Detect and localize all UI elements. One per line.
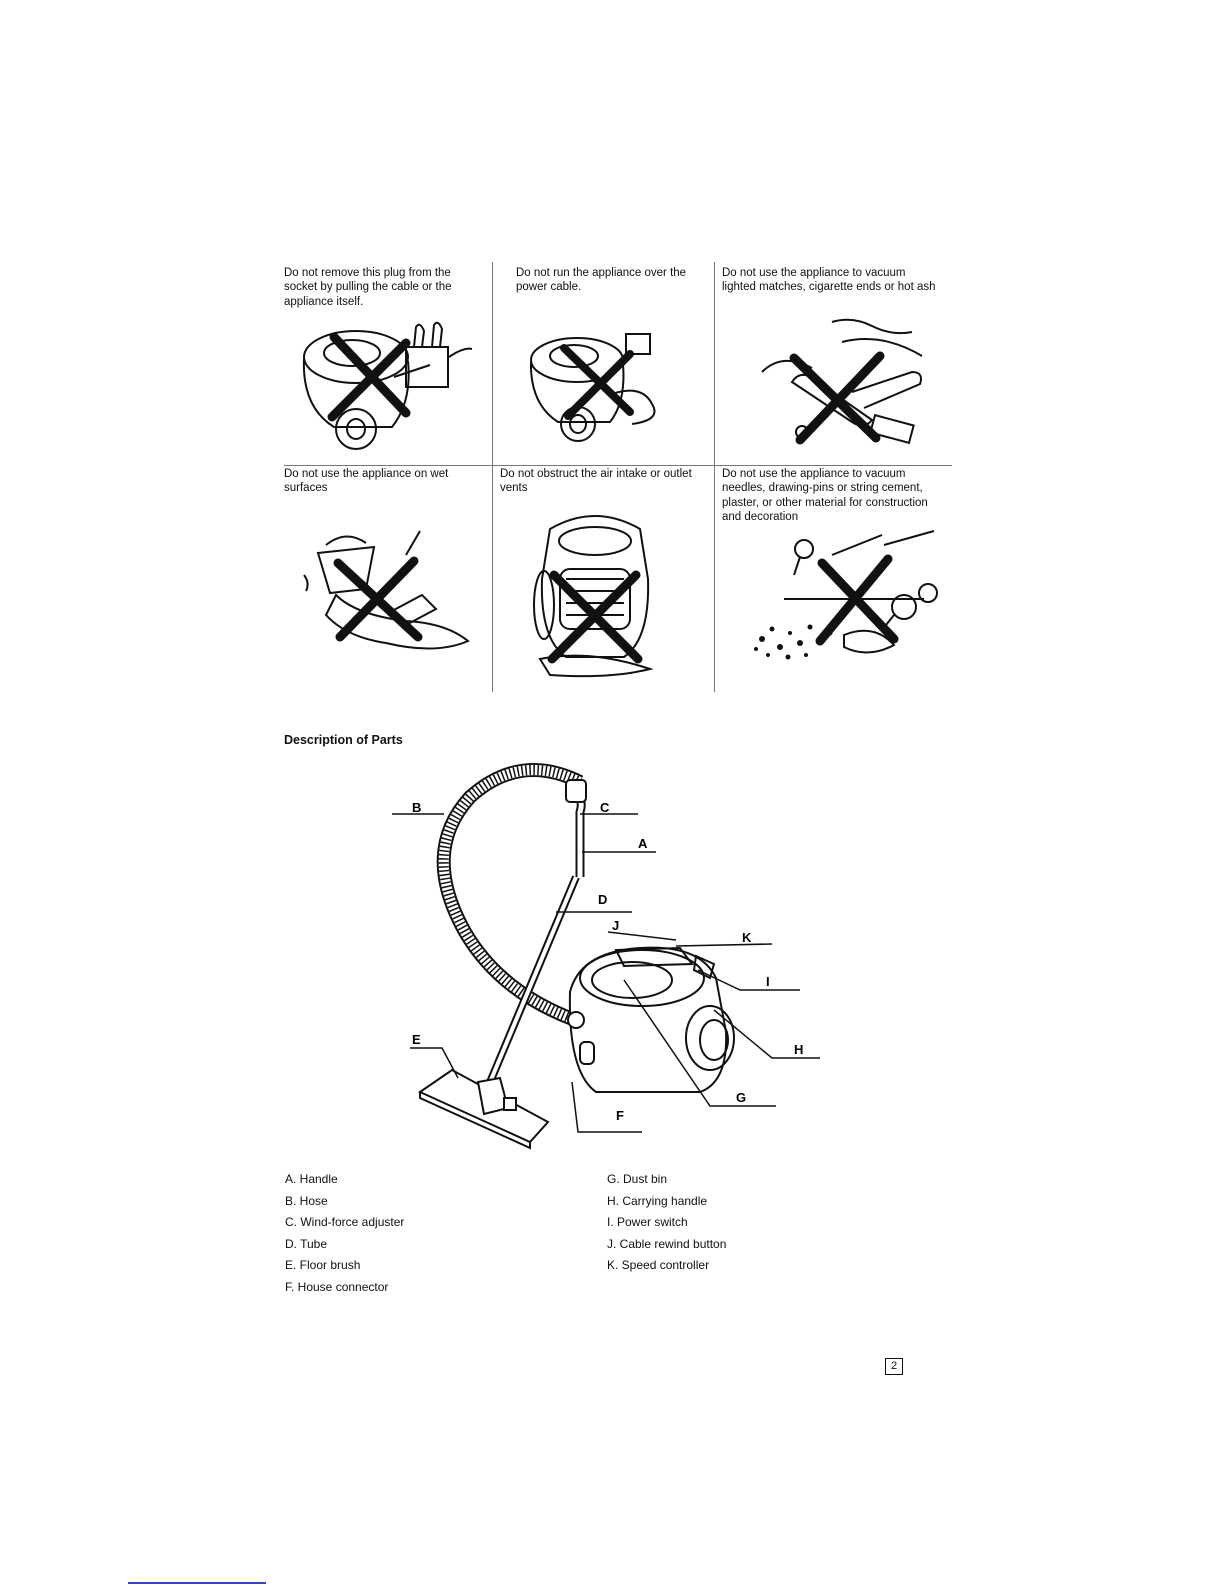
warning-cell-3: Do not use the appliance to vacuum light… (722, 262, 952, 462)
warning-cell-1: Do not remove this plug from the socket … (284, 262, 484, 462)
part-item: I. Power switch (607, 1215, 688, 1229)
callout-k: K (742, 930, 752, 945)
parts-list-right: G. Dust bin H. Carrying handle I. Power … (607, 1169, 726, 1277)
callout-a: A (638, 836, 648, 851)
callout-d: D (598, 892, 607, 907)
warning-caption: Do not use the appliance on wet surfaces (284, 468, 449, 495)
section-title: Description of Parts (284, 733, 403, 747)
callout-j: J (612, 918, 619, 933)
callout-e: E (412, 1032, 421, 1047)
warning-cell-5: Do not obstruct the air intake or outlet… (492, 467, 714, 692)
part-item: D. Tube (285, 1236, 328, 1251)
grid-divider-1 (492, 262, 493, 692)
part-item: A. Handle (285, 1172, 338, 1186)
warning-caption: Do not use the appliance to vacuum light… (722, 267, 936, 294)
part-item: E. Floor brush (285, 1258, 361, 1272)
warning-caption: Do not remove this plug from the socket … (284, 267, 452, 308)
grid-divider-2 (714, 262, 715, 692)
part-item: K. Speed controller (607, 1258, 710, 1272)
blocked-vent-icon (533, 515, 654, 678)
warning-caption: Do not run the appliance over the power … (516, 267, 687, 294)
grid-divider-row (284, 465, 952, 466)
warning-cell-6: Do not use the appliance to vacuum needl… (722, 467, 952, 692)
callout-h: H (794, 1042, 803, 1057)
wet-surface-icon (303, 530, 470, 650)
warning-cell-2: Do not run the appliance over the power … (492, 262, 714, 462)
warning-caption: Do not obstruct the air intake or outlet… (500, 468, 692, 495)
part-item: F. House connector (285, 1279, 389, 1294)
vacuum-parts-diagram: B C A D J K I H G E F (392, 763, 820, 1150)
warning-cell-4: Do not use the appliance on wet surfaces (284, 467, 484, 692)
callout-c: C (600, 800, 610, 815)
footer-rule (128, 1582, 266, 1584)
part-item: C. Wind-force adjuster (285, 1215, 405, 1229)
part-item: B. Hose (285, 1193, 328, 1208)
callout-g: G (736, 1090, 746, 1105)
part-item: H. Carrying handle (607, 1193, 708, 1208)
warning-grid: Do not remove this plug from the socket … (284, 262, 952, 697)
warning-caption: Do not use the appliance to vacuum needl… (722, 468, 928, 523)
callout-i: I (766, 974, 770, 989)
vacuum-over-cable-icon (529, 333, 656, 442)
part-item: G. Dust bin (607, 1172, 668, 1186)
part-item: J. Cable rewind button (607, 1236, 727, 1251)
vacuum-unplug-icon (302, 321, 473, 450)
parts-list-left: A. Handle B. Hose C. Wind-force adjuster… (285, 1169, 404, 1298)
pins-debris-icon (754, 530, 938, 660)
callout-b: B (412, 800, 421, 815)
callout-f: F (616, 1108, 624, 1123)
cigarette-icon (761, 318, 923, 445)
page-number: 2 (885, 1358, 903, 1375)
